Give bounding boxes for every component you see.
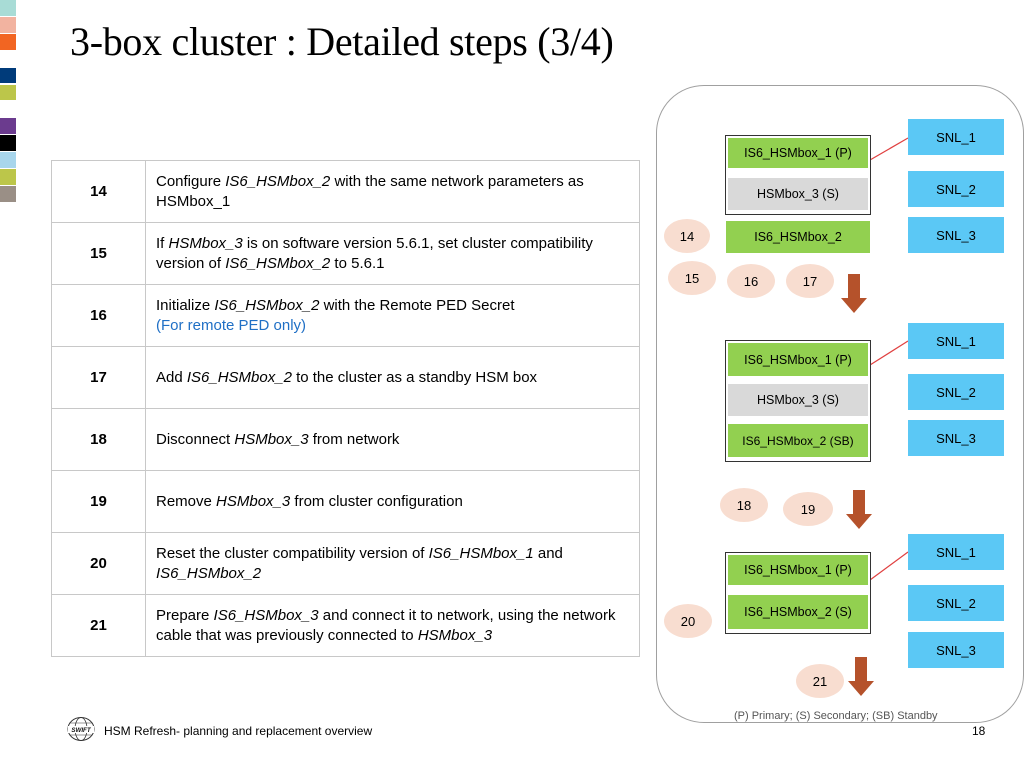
step-text: Initialize xyxy=(156,296,215,314)
brand-swatch xyxy=(0,0,16,16)
step-entity-name: HSMbox_3 xyxy=(216,492,291,510)
stage3-box1: IS6_HSMbox_1 (P) xyxy=(728,555,868,585)
step-text: and connect it to network, using the net… xyxy=(156,606,616,644)
step-text: with the Remote PED Secret xyxy=(319,296,515,314)
step-number: 21 xyxy=(51,594,146,657)
stage1-step-oval-14: 14 xyxy=(664,219,710,253)
step-description: Configure IS6_HSMbox_2 with the same net… xyxy=(145,160,640,223)
stage1-box3: IS6_HSMbox_2 xyxy=(725,220,871,254)
brand-swatch xyxy=(0,33,16,50)
stage1-hsm-stack: IS6_HSMbox_1 (P) HSMbox_3 (S) xyxy=(725,135,871,215)
swift-logo-icon: SWIFT xyxy=(67,717,95,741)
stage3-down-arrow-icon xyxy=(848,657,874,696)
brand-swatch xyxy=(0,135,16,152)
stage2-step-oval-18: 18 xyxy=(720,488,768,522)
step-text: from network xyxy=(308,430,400,448)
stage2-step-oval-19: 19 xyxy=(783,492,833,526)
step-text: Configure xyxy=(156,172,226,190)
stage3-snl-1: SNL_1 xyxy=(908,534,1004,570)
step-entity-name: HSMbox_3 xyxy=(417,626,493,644)
stage3-step-oval-21: 21 xyxy=(796,664,844,698)
step-text: Add xyxy=(156,368,187,386)
step-text: to 5.6.1 xyxy=(330,254,385,272)
brand-swatch xyxy=(0,50,16,67)
stage2-snl-1: SNL_1 xyxy=(908,323,1004,359)
stage3-box2: IS6_HSMbox_2 (S) xyxy=(728,595,868,629)
step-number: 14 xyxy=(51,160,146,223)
stage1-snl-1: SNL_1 xyxy=(908,119,1004,155)
step-text: If xyxy=(156,234,169,252)
stage2-snl-2: SNL_2 xyxy=(908,374,1004,410)
stage3-step-oval-20: 20 xyxy=(664,604,712,638)
link-line-3 xyxy=(869,551,909,581)
brand-swatch xyxy=(0,169,16,185)
stage1-snl-3: SNL_3 xyxy=(908,217,1004,253)
stage1-snl-2: SNL_2 xyxy=(908,171,1004,207)
brand-swatch xyxy=(0,101,16,118)
stage3-hsm-stack: IS6_HSMbox_1 (P) IS6_HSMbox_2 (S) xyxy=(725,552,871,634)
step-text: to the cluster as a standby HSM box xyxy=(291,368,538,386)
step-description: Prepare IS6_HSMbox_3 and connect it to n… xyxy=(145,594,640,657)
stage2-box2: HSMbox_3 (S) xyxy=(728,384,868,416)
brand-swatch xyxy=(0,118,16,135)
step-entity-name: IS6_HSMbox_3 xyxy=(213,606,319,624)
swift-logo-text: SWIFT xyxy=(71,727,91,734)
brand-swatch xyxy=(0,67,16,84)
step-entity-name: IS6_HSMbox_2 xyxy=(225,254,331,272)
stage1-step-oval-16: 16 xyxy=(727,264,775,298)
step-text: with the same network parameters as HSMb… xyxy=(156,172,584,210)
step-entity-name: HSMbox_3 xyxy=(234,430,309,448)
brand-swatch xyxy=(0,185,16,202)
step-text: from cluster configuration xyxy=(290,492,463,510)
diagram-legend: (P) Primary; (S) Secondary; (SB) Standby xyxy=(734,710,938,722)
step-note: (For remote PED only) xyxy=(156,316,307,334)
stage1-step-oval-17: 17 xyxy=(786,264,834,298)
stage2-box1: IS6_HSMbox_1 (P) xyxy=(728,343,868,376)
step-text: and xyxy=(533,544,563,562)
brand-swatch xyxy=(0,152,16,168)
stage2-hsm-stack: IS6_HSMbox_1 (P) HSMbox_3 (S) IS6_HSMbox… xyxy=(725,340,871,462)
step-text: Reset the cluster compatibility version … xyxy=(156,544,429,562)
step-entity-name: HSMbox_3 xyxy=(168,234,243,252)
stage3-snl-2: SNL_2 xyxy=(908,585,1004,621)
stage1-box2: HSMbox_3 (S) xyxy=(728,178,868,210)
step-text: Prepare xyxy=(156,606,214,624)
page-number: 18 xyxy=(972,724,986,738)
link-line-1 xyxy=(869,137,909,161)
step-entity-name: IS6_HSMbox_2 xyxy=(156,564,262,582)
stage1-down-arrow-icon xyxy=(841,274,867,313)
step-entity-name: IS6_HSMbox_2 xyxy=(214,296,320,314)
stage3-snl-3: SNL_3 xyxy=(908,632,1004,668)
stage2-down-arrow-icon xyxy=(846,490,872,529)
step-text: is on software version 5.6.1, set cluste… xyxy=(156,234,593,272)
stage1-step-oval-15: 15 xyxy=(668,261,716,295)
stage2-box3: IS6_HSMbox_2 (SB) xyxy=(728,424,868,457)
page-title: 3-box cluster : Detailed steps (3/4) xyxy=(70,19,614,64)
step-number: 19 xyxy=(51,470,146,533)
step-description: Remove HSMbox_3 from cluster configurati… xyxy=(145,470,640,533)
step-description: Initialize IS6_HSMbox_2 with the Remote … xyxy=(145,284,640,347)
step-entity-name: IS6_HSMbox_2 xyxy=(225,172,331,190)
footer-text: HSM Refresh- planning and replacement ov… xyxy=(104,724,373,738)
step-description: Add IS6_HSMbox_2 to the cluster as a sta… xyxy=(145,346,640,409)
step-text: Remove xyxy=(156,492,217,510)
step-text: Disconnect xyxy=(156,430,235,448)
brand-swatch xyxy=(0,84,16,101)
link-line-2 xyxy=(869,340,909,366)
stage1-box1: IS6_HSMbox_1 (P) xyxy=(728,138,868,168)
brand-swatch xyxy=(0,16,16,33)
step-entity-name: IS6_HSMbox_1 xyxy=(428,544,534,562)
step-description: Reset the cluster compatibility version … xyxy=(145,532,640,595)
stage2-snl-3: SNL_3 xyxy=(908,420,1004,456)
step-entity-name: IS6_HSMbox_2 xyxy=(186,368,292,386)
